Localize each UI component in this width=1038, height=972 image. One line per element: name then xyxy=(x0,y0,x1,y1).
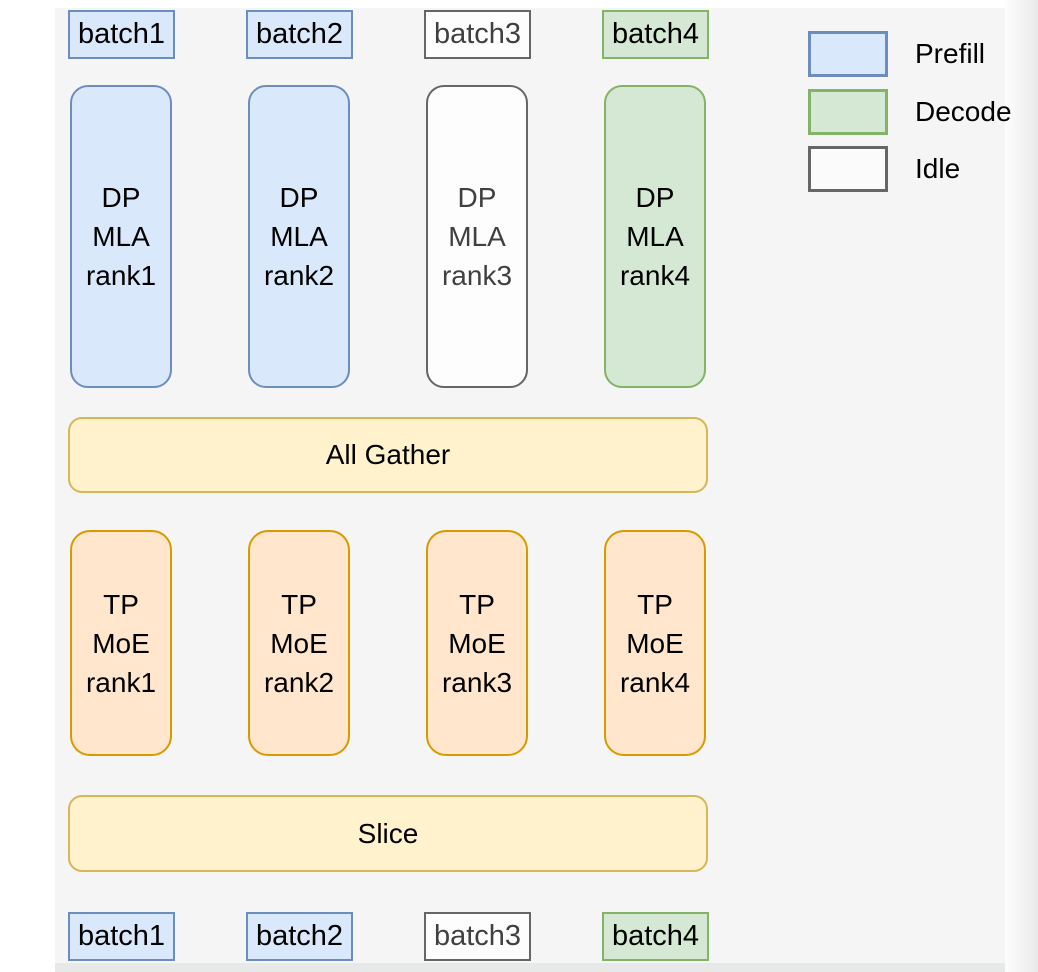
top-batch4-label: batch4 xyxy=(611,18,700,50)
dp-mla-rank3-column: DP MLA rank3 xyxy=(426,85,528,388)
dp-rank2-line1: DP xyxy=(279,182,319,213)
top-batch1-label: batch1 xyxy=(77,18,166,50)
dp-rank3-line1: DP xyxy=(457,182,497,213)
bottom-batch2-box: batch2 xyxy=(246,912,353,961)
dp-rank3-line3: rank3 xyxy=(441,260,513,291)
top-batch1-box: batch1 xyxy=(68,10,175,59)
bottom-batch3-label: batch3 xyxy=(433,920,522,952)
dp-rank1-line1: DP xyxy=(101,182,141,213)
dp-rank2-line3: rank2 xyxy=(263,260,335,291)
tp-moe-rank4-column: TP MoE rank4 xyxy=(604,530,706,756)
top-batch2-box: batch2 xyxy=(246,10,353,59)
dp-rank4-line3: rank4 xyxy=(619,260,691,291)
tp-rank1-line3: rank1 xyxy=(85,666,157,698)
all-gather-label: All Gather xyxy=(325,439,451,470)
dp-rank1-line2: MLA xyxy=(92,221,150,252)
prefill-label: Prefill xyxy=(915,38,986,69)
legend-item-prefill: Prefill xyxy=(808,31,985,77)
slice-label: Slice xyxy=(357,817,419,849)
legend-item-idle: Idle xyxy=(808,146,960,192)
idle-swatch xyxy=(808,146,888,192)
tp-rank3-line2: MoE xyxy=(448,627,506,659)
dp-rank2-line2: MLA xyxy=(270,221,328,252)
tp-moe-rank2-column: TP MoE rank2 xyxy=(248,530,350,756)
tp-rank1-line2: MoE xyxy=(92,627,150,659)
legend-item-decode: Decode xyxy=(808,89,1012,135)
tp-rank2-line2: MoE xyxy=(270,627,328,659)
tp-rank4-line2: MoE xyxy=(626,627,684,659)
tp-rank3-line3: rank3 xyxy=(441,666,513,698)
dp-mla-rank2-column: DP MLA rank2 xyxy=(248,85,350,388)
tp-rank1-line1: TP xyxy=(103,588,139,620)
bottom-batch4-box: batch4 xyxy=(602,912,709,961)
tp-rank3-line1: TP xyxy=(459,588,495,620)
dp-mla-rank4-column: DP MLA rank4 xyxy=(604,85,706,388)
canvas-right-edge xyxy=(1005,0,1038,972)
prefill-swatch xyxy=(808,31,888,77)
all-gather-bar: All Gather xyxy=(68,417,708,493)
dp-mla-rank1-column: DP MLA rank1 xyxy=(70,85,172,388)
bottom-batch3-box: batch3 xyxy=(424,912,531,961)
bottom-batch1-box: batch1 xyxy=(68,912,175,961)
tp-rank2-line1: TP xyxy=(281,588,317,620)
dp-rank1-line3: rank1 xyxy=(85,260,157,291)
idle-label: Idle xyxy=(915,153,961,184)
tp-moe-rank1-column: TP MoE rank1 xyxy=(70,530,172,756)
dp-rank4-line1: DP xyxy=(635,182,675,213)
tp-rank2-line3: rank2 xyxy=(263,666,335,698)
top-batch3-box: batch3 xyxy=(424,10,531,59)
top-batch2-label: batch2 xyxy=(255,18,344,50)
tp-rank4-line1: TP xyxy=(637,588,673,620)
decode-label: Decode xyxy=(915,96,1012,127)
dp-rank4-line2: MLA xyxy=(626,221,684,252)
tp-rank4-line3: rank4 xyxy=(619,666,691,698)
bottom-batch2-label: batch2 xyxy=(255,920,344,952)
dp-rank3-line2: MLA xyxy=(448,221,506,252)
bottom-batch4-label: batch4 xyxy=(611,920,700,952)
top-batch3-label: batch3 xyxy=(433,18,522,50)
slice-bar: Slice xyxy=(68,795,708,872)
top-batch4-box: batch4 xyxy=(602,10,709,59)
canvas-bottom-edge xyxy=(55,963,1005,972)
tp-moe-rank3-column: TP MoE rank3 xyxy=(426,530,528,756)
bottom-batch1-label: batch1 xyxy=(77,920,166,952)
decode-swatch xyxy=(808,89,888,135)
